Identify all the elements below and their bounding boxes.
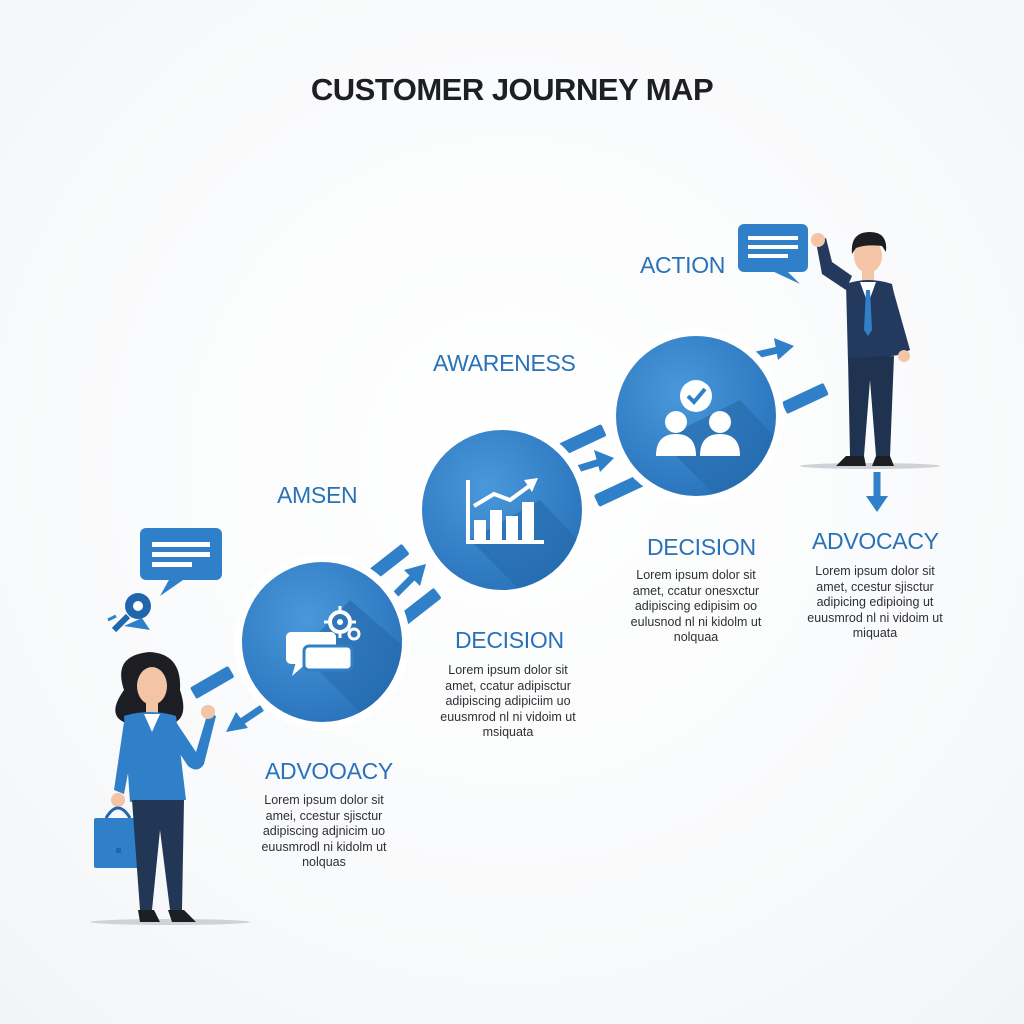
stage-label-amsen: AMSEN bbox=[277, 482, 358, 508]
stage-description-decision-right: Lorem ipsum dolor sit amet, ccatur onesx… bbox=[630, 568, 762, 644]
stage-label-advocacy-right: ADVOCACY bbox=[812, 528, 939, 554]
customer-man-figure bbox=[800, 232, 940, 469]
stage-label-awareness: AWARENESS bbox=[433, 350, 576, 376]
growth-chart-icon bbox=[466, 478, 544, 544]
arrow-up-right-icon bbox=[393, 564, 426, 597]
stage-description-advocacy-left: Lorem ipsum dolor sit amei, ccestur sjis… bbox=[261, 793, 387, 869]
connector-dashes bbox=[190, 383, 829, 699]
speech-bubble-icon bbox=[738, 224, 808, 284]
customer-woman-figure bbox=[90, 652, 250, 925]
stage-label-decision-right: DECISION bbox=[647, 534, 756, 560]
page-title: CUSTOMER JOURNEY MAP bbox=[310, 72, 714, 107]
speech-bubble-icon bbox=[140, 528, 222, 596]
speech-bubbles-gears-icon bbox=[286, 606, 361, 676]
stage-circle-2 bbox=[414, 422, 590, 598]
arrow-left-icon bbox=[226, 705, 264, 732]
stage-label-advocacy-left: ADVOOACY bbox=[265, 758, 393, 784]
stage-description-advocacy-right: Lorem ipsum dolor sit amet, ccestur sjis… bbox=[807, 564, 943, 640]
stage-circle-3 bbox=[608, 328, 784, 504]
magnifier-icon bbox=[107, 593, 151, 633]
stage-label-action: ACTION bbox=[640, 252, 726, 278]
users-check-icon bbox=[656, 380, 740, 456]
stage-circle-1 bbox=[234, 554, 410, 730]
arrow-down-icon bbox=[866, 472, 888, 512]
arrow-right-icon bbox=[572, 450, 614, 474]
stage-description-decision-center: Lorem ipsum dolor sit amet, ccatur adipi… bbox=[440, 663, 576, 739]
stage-label-decision-center: DECISION bbox=[455, 627, 564, 653]
